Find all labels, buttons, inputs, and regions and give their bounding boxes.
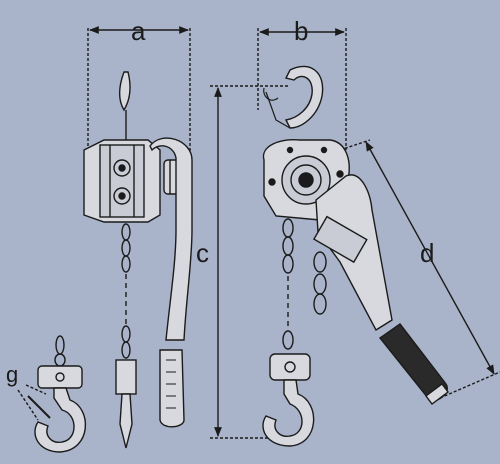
hook-detail (17, 335, 86, 453)
load-chain-side (121, 223, 131, 359)
bottom-hook-side (119, 393, 133, 449)
dimension-a (87, 26, 191, 165)
label-b: b (294, 16, 308, 46)
label-a: a (131, 16, 146, 46)
label-d: d (420, 238, 434, 268)
bottom-block-side (115, 359, 137, 395)
lever-handle-side (149, 137, 193, 341)
side-view (83, 26, 193, 449)
top-hook-side (118, 71, 131, 112)
hook-detail-hook (34, 387, 86, 453)
top-hook-front (284, 65, 324, 129)
dimension-b (257, 28, 347, 150)
hoist-body-side (83, 139, 191, 223)
dimension-d (339, 139, 500, 399)
slack-chain-front (313, 251, 327, 315)
label-g: g (6, 362, 18, 387)
dimension-g (17, 384, 47, 421)
bottom-hook-front (262, 379, 315, 447)
front-view (210, 28, 500, 447)
bottom-block-front (269, 353, 311, 381)
load-chain-front (282, 218, 294, 350)
label-c: c (196, 238, 209, 268)
lever-grip-side (159, 349, 185, 428)
